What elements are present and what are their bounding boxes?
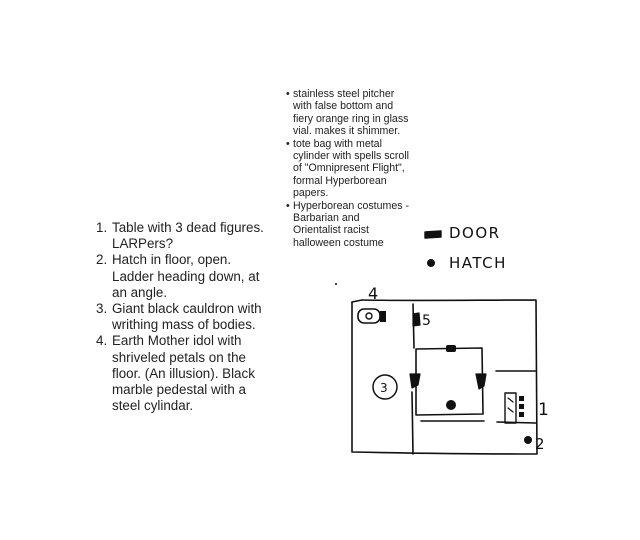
legend-item-number: 4.	[96, 333, 108, 349]
outer-wall-corner	[351, 299, 363, 303]
cauldron-icon	[372, 374, 398, 400]
legend-item-text: Hatch in floor, open. Ladder heading dow…	[112, 252, 260, 300]
table-icon	[504, 392, 524, 424]
legend-item-number: 1.	[96, 220, 108, 235]
door-icon	[446, 345, 456, 352]
room-1-label: 1	[538, 400, 549, 420]
legend-item-number: 3.	[96, 301, 108, 317]
stray-dot	[335, 283, 337, 285]
note-item: Hyperborean costumes - Barbarian and Ori…	[286, 200, 410, 250]
legend-item-2: 2. Hatch in floor, open. Ladder heading …	[96, 252, 274, 301]
notes-list: stainless steel pitcher with false botto…	[286, 88, 410, 249]
note-item: tote bag with metal cylinder with spells…	[286, 138, 410, 200]
interior-wall-lower	[420, 420, 537, 424]
legend-item-4: 4. Earth Mother idol with shriveled peta…	[96, 333, 274, 414]
legend-item-number: 2.	[96, 252, 108, 268]
room-5-label: 5	[422, 313, 431, 329]
legend-list: 1. Table with 3 dead figures. LARPers? 2…	[96, 220, 274, 414]
legend-item-text: Table with 3 dead figures. LARPers?	[112, 220, 264, 252]
door-icon	[475, 373, 487, 390]
room-3-label: 3	[380, 381, 388, 395]
door-icon	[412, 312, 421, 327]
door-symbol-icon	[424, 230, 442, 239]
door-icon	[409, 373, 421, 389]
outer-wall	[351, 299, 538, 455]
legend-item-3: 3. Giant black cauldron with writhing ma…	[96, 301, 274, 333]
room-4-label: 4	[368, 284, 378, 303]
idol-icon	[357, 308, 386, 324]
legend-item-text: Earth Mother idol with shriveled petals …	[112, 333, 255, 414]
central-room	[415, 347, 484, 416]
note-item: stainless steel pitcher with false botto…	[286, 88, 410, 138]
legend-item-text: Giant black cauldron with writhing mass …	[112, 301, 262, 333]
hatch-symbol-icon	[427, 259, 435, 267]
legend-item-1: 1. Table with 3 dead figures. LARPers?	[96, 220, 274, 252]
hatch-icon	[524, 436, 532, 444]
key-hatch-label: HATCH	[449, 254, 507, 272]
room-2-label: 2	[535, 435, 545, 453]
key-door-label: DOOR	[449, 224, 501, 242]
hatch-icon	[446, 400, 456, 410]
